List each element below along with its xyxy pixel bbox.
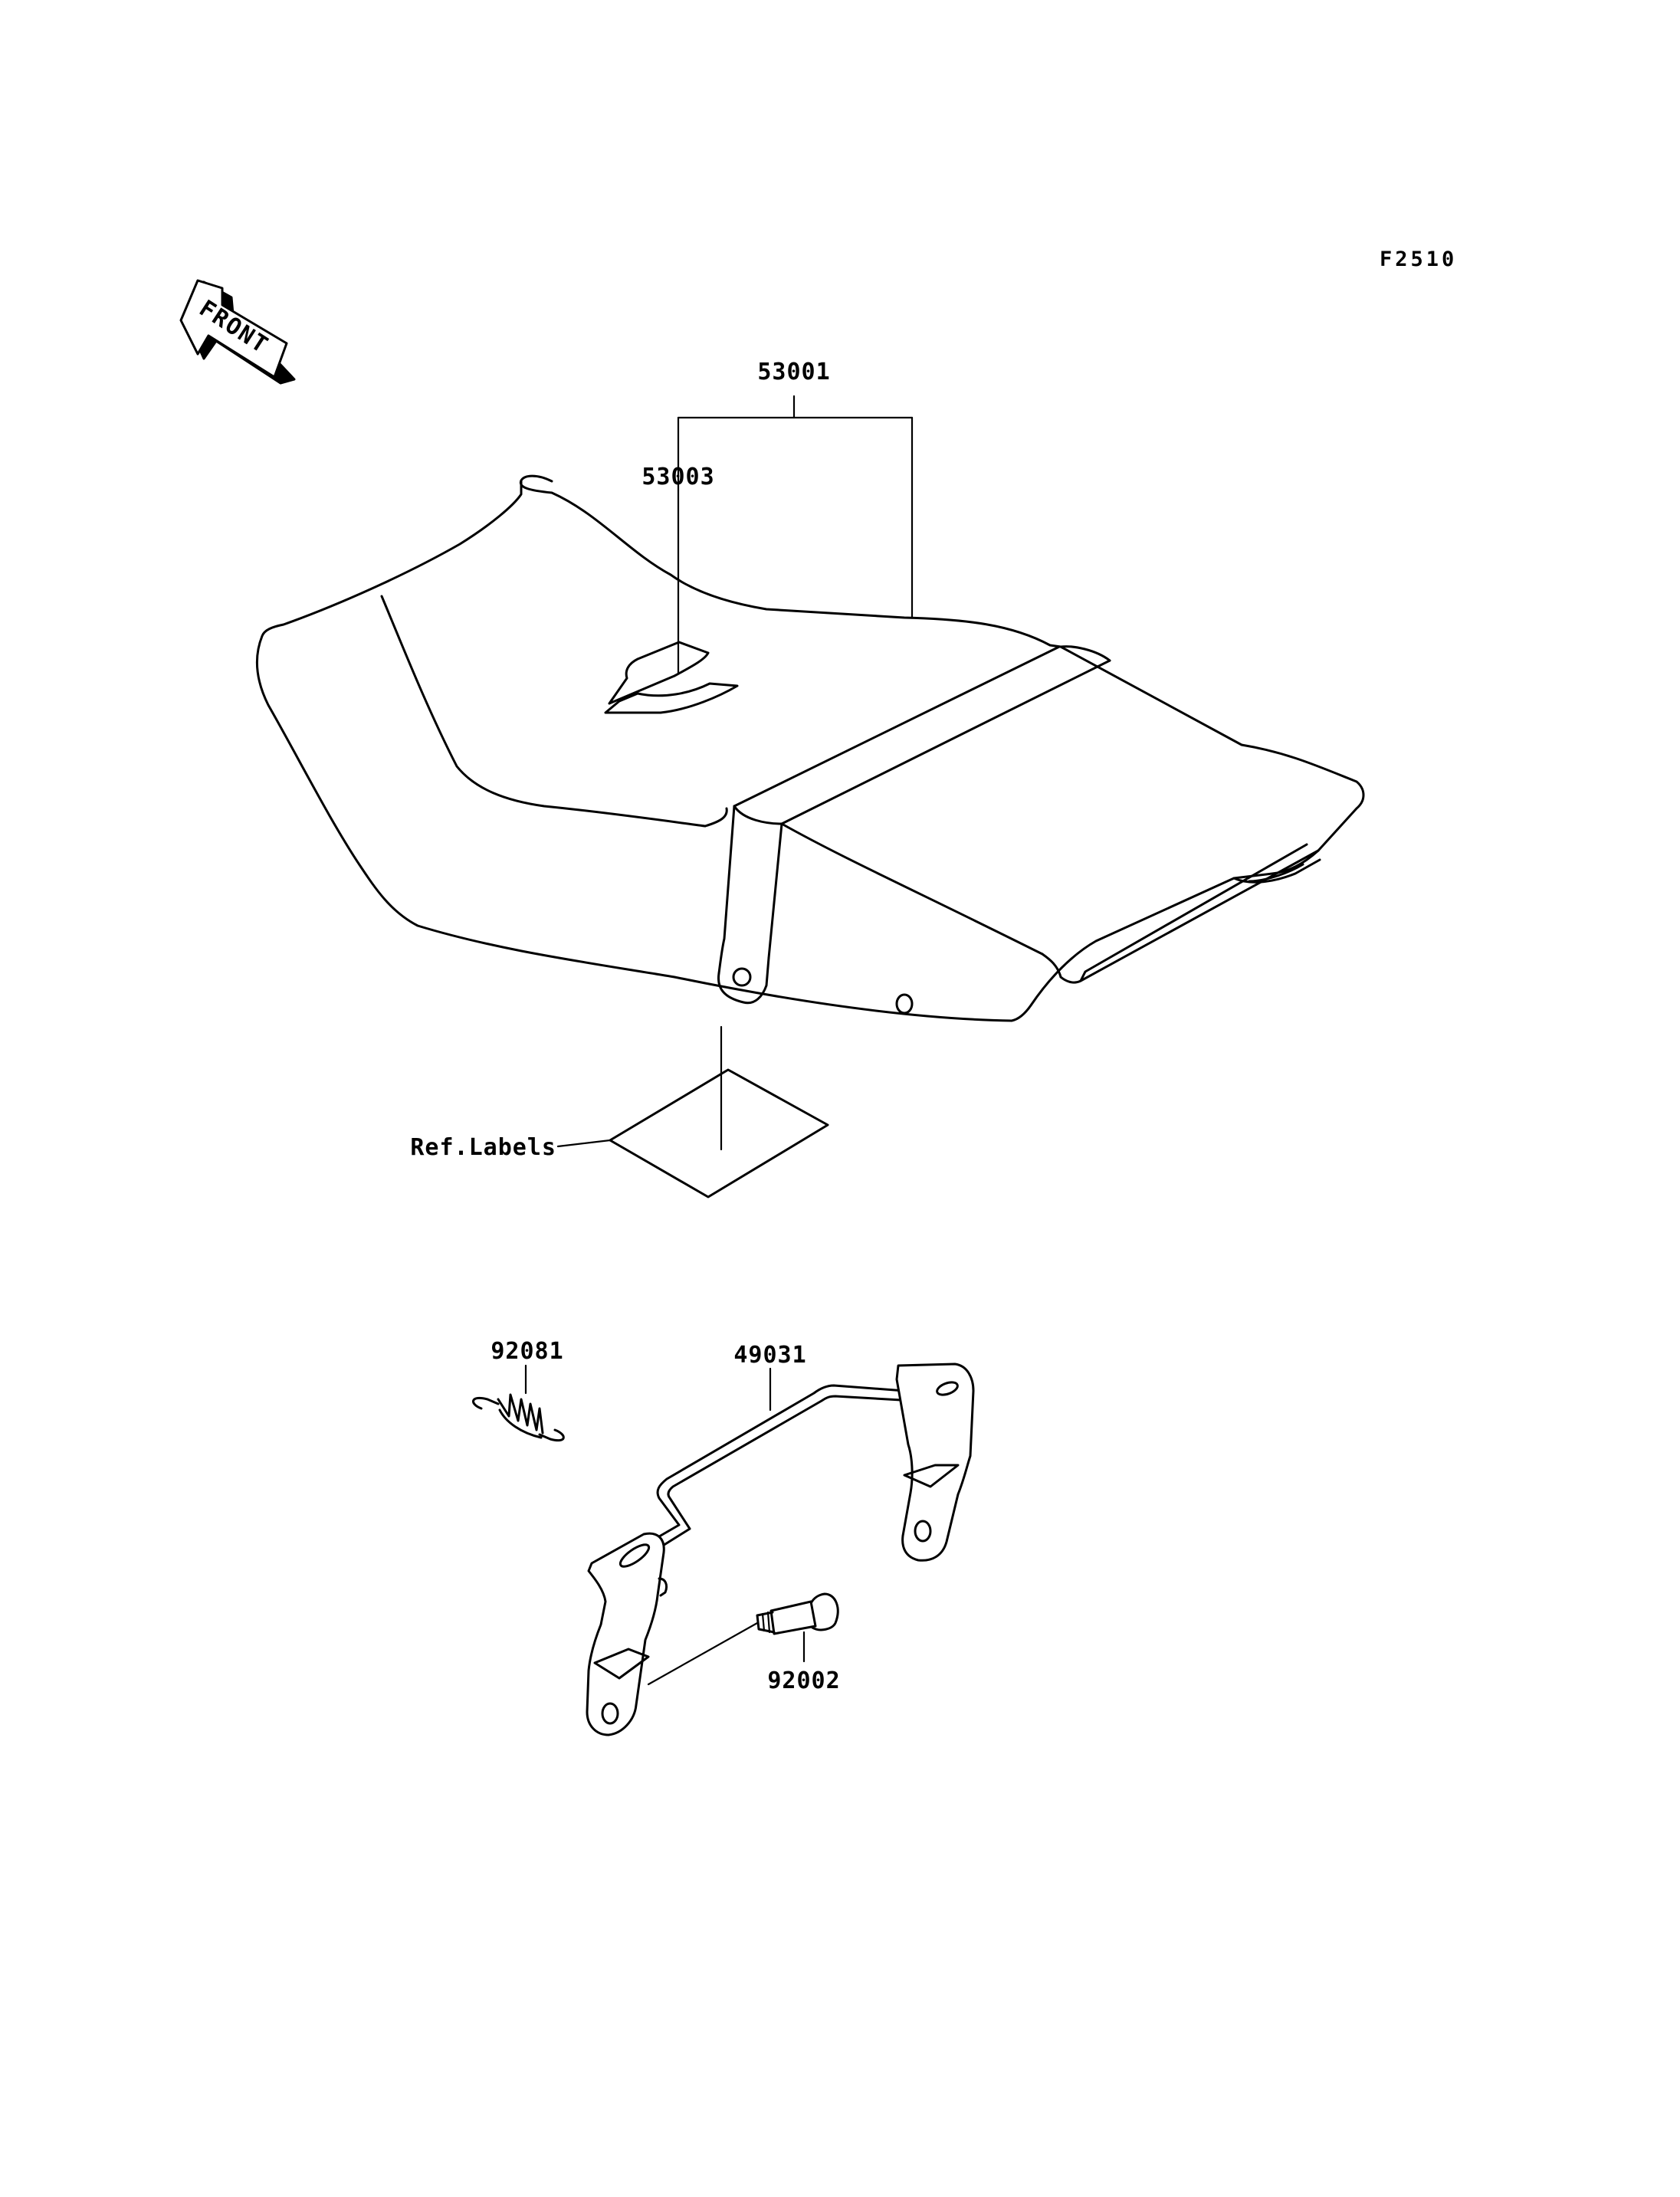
- part-number-92081: 92081: [491, 1338, 563, 1365]
- bracket-illustration: [586, 1362, 975, 1736]
- part-number-92002: 92002: [767, 1667, 840, 1694]
- bolt-illustration: [756, 1592, 839, 1635]
- seat-illustration: [255, 474, 1365, 1022]
- ref-labels-text: Ref.Labels: [410, 1134, 556, 1161]
- part-number-49031: 49031: [733, 1342, 806, 1369]
- leader-53001: [677, 395, 914, 618]
- spring-illustration: [472, 1393, 565, 1441]
- front-arrow-icon: FRONT: [179, 279, 296, 385]
- ref-labels-symbol: [556, 1025, 829, 1199]
- part-number-53001: 53001: [757, 359, 830, 385]
- figure-code: F2510: [1380, 248, 1457, 271]
- bolt-install-line: [647, 1622, 759, 1686]
- part-number-53003: 53003: [641, 464, 714, 490]
